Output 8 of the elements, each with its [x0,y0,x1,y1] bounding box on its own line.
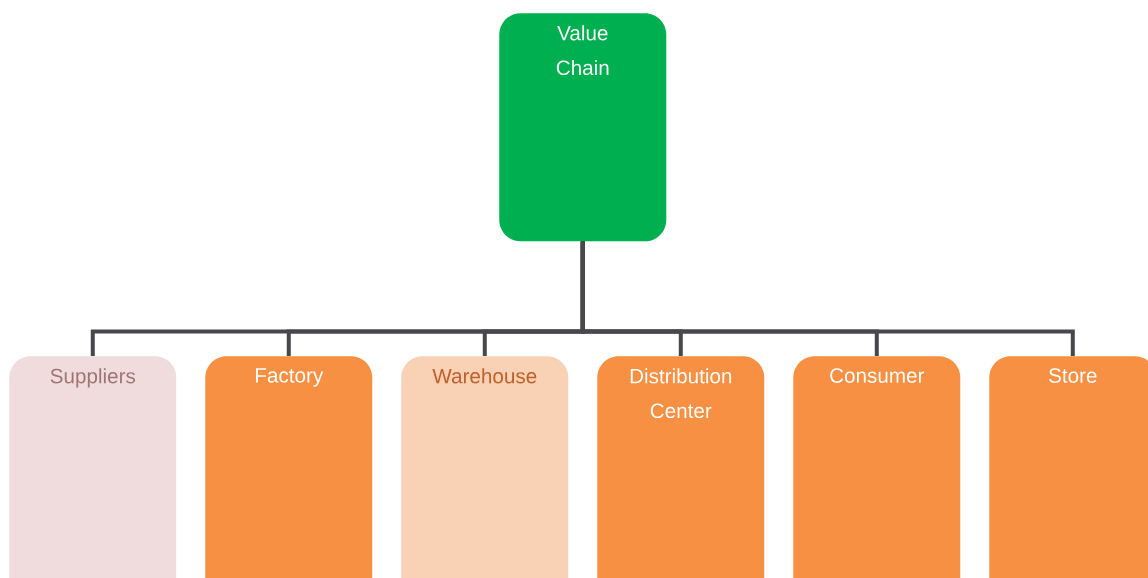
box: Consumer [793,356,961,578]
connector [580,241,1075,356]
box: Distribution Center [597,356,765,578]
box: Warehouse [401,356,569,578]
box: Value Chain [499,13,667,242]
box: Factory [205,356,373,578]
box: Suppliers [9,356,177,578]
box: Store [989,356,1148,578]
